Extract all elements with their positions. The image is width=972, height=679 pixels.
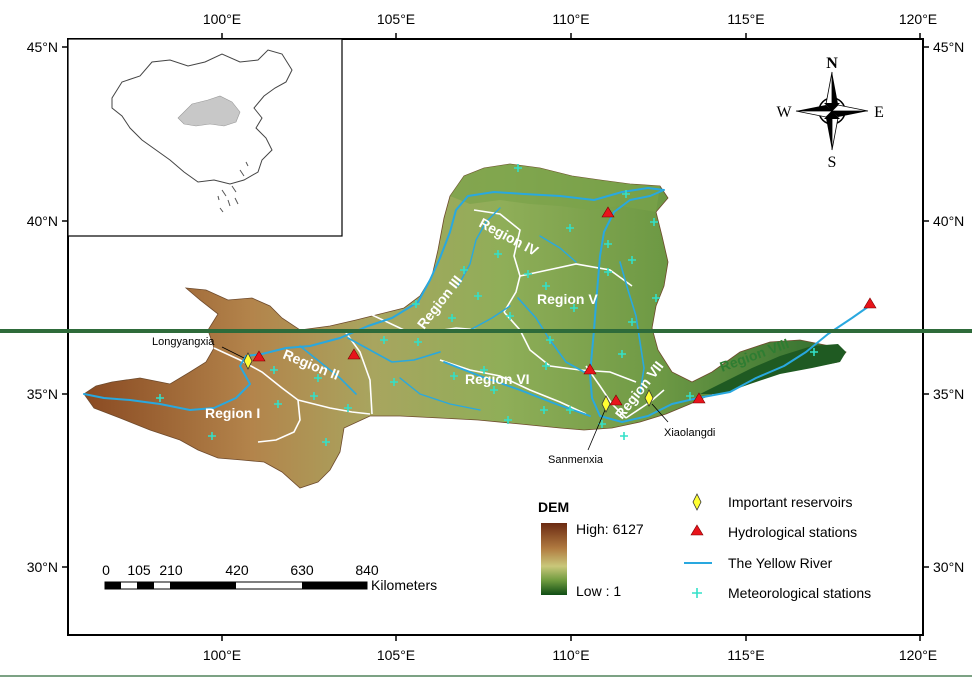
legend-river-label: The Yellow River bbox=[728, 555, 833, 571]
dem-legend: DEM High: 6127 Low : 1 bbox=[538, 499, 644, 599]
lon-label-bottom-115: 115°E bbox=[727, 647, 764, 663]
scale-tick-420: 420 bbox=[225, 562, 249, 578]
region-label-i: Region I bbox=[205, 405, 260, 421]
dem-colorbar bbox=[541, 523, 567, 595]
region-label-vi: Region VI bbox=[465, 371, 530, 387]
legend-hydro-label: Hydrological stations bbox=[728, 524, 857, 540]
compass-s: S bbox=[828, 154, 837, 171]
tick-marks bbox=[62, 33, 929, 641]
lat-label-right-35: 35°N bbox=[933, 386, 964, 402]
scale-tick-630: 630 bbox=[290, 562, 314, 578]
lon-label-top-105: 105°E bbox=[377, 11, 415, 27]
yellow-river bbox=[83, 187, 873, 423]
label-xiaolangdi: Xiaolangdi bbox=[664, 427, 715, 439]
scale-tick-105: 105 bbox=[127, 562, 151, 578]
lat-label-right-45: 45°N bbox=[933, 39, 964, 55]
scale-tick-210: 210 bbox=[159, 562, 183, 578]
dem-title: DEM bbox=[538, 499, 569, 515]
lat-label-left-35: 35°N bbox=[27, 386, 58, 402]
lon-label-top-110: 110°E bbox=[552, 11, 589, 27]
lon-label-bottom-120: 120°E bbox=[899, 647, 937, 663]
compass-e: E bbox=[874, 104, 884, 121]
legend-meteo-symbol bbox=[692, 588, 702, 598]
lat-label-left-40: 40°N bbox=[27, 213, 58, 229]
region-label-v: Region V bbox=[537, 291, 598, 307]
lon-label-bottom-110: 110°E bbox=[552, 647, 589, 663]
lat-label-left-45: 45°N bbox=[27, 39, 58, 55]
map-frame bbox=[67, 38, 924, 636]
scale-bar: 0 105 210 420 630 840 Kilometers bbox=[102, 562, 437, 593]
compass-n: N bbox=[826, 55, 838, 72]
lon-label-top-115: 115°E bbox=[727, 11, 764, 27]
compass-w: W bbox=[776, 104, 792, 121]
reservoirs bbox=[243, 352, 654, 413]
hydrological-stations bbox=[252, 206, 877, 406]
scale-tick-0: 0 bbox=[102, 562, 110, 578]
dem-high-label: High: 6127 bbox=[576, 521, 644, 537]
lon-label-bottom-100: 100°E bbox=[203, 647, 241, 663]
legend-hydro-symbol bbox=[690, 524, 704, 536]
legend-meteo-label: Meteorological stations bbox=[728, 585, 871, 601]
label-longyangxia: Longyangxia bbox=[152, 336, 215, 348]
legend-reservoir-symbol bbox=[692, 493, 702, 511]
lon-label-top-120: 120°E bbox=[899, 11, 937, 27]
symbol-legend: Important reservoirs Hydrological statio… bbox=[684, 493, 871, 601]
lon-label-top-100: 100°E bbox=[203, 11, 241, 27]
leader-lines bbox=[221, 346, 669, 451]
compass-rose bbox=[795, 71, 869, 151]
basin bbox=[83, 163, 847, 489]
meteorological-stations bbox=[156, 164, 818, 446]
dem-low-label: Low : 1 bbox=[576, 583, 621, 599]
legend-reservoirs-label: Important reservoirs bbox=[728, 494, 852, 510]
lat-label-right-40: 40°N bbox=[933, 213, 964, 229]
china-inset-map bbox=[67, 38, 343, 237]
region-viii-strip bbox=[700, 344, 846, 394]
lon-label-bottom-105: 105°E bbox=[377, 647, 415, 663]
main-stem bbox=[83, 187, 873, 423]
northern-loop-highland bbox=[450, 164, 660, 212]
inset-islands bbox=[217, 161, 249, 213]
scale-tick-840: 840 bbox=[355, 562, 379, 578]
yellow-river-basin-inset bbox=[177, 95, 241, 127]
basin-body bbox=[83, 163, 847, 489]
label-sanmenxia: Sanmenxia bbox=[548, 454, 604, 466]
lat-label-left-30: 30°N bbox=[27, 559, 58, 575]
lat-label-right-30: 30°N bbox=[933, 559, 964, 575]
scale-unit: Kilometers bbox=[371, 577, 437, 593]
